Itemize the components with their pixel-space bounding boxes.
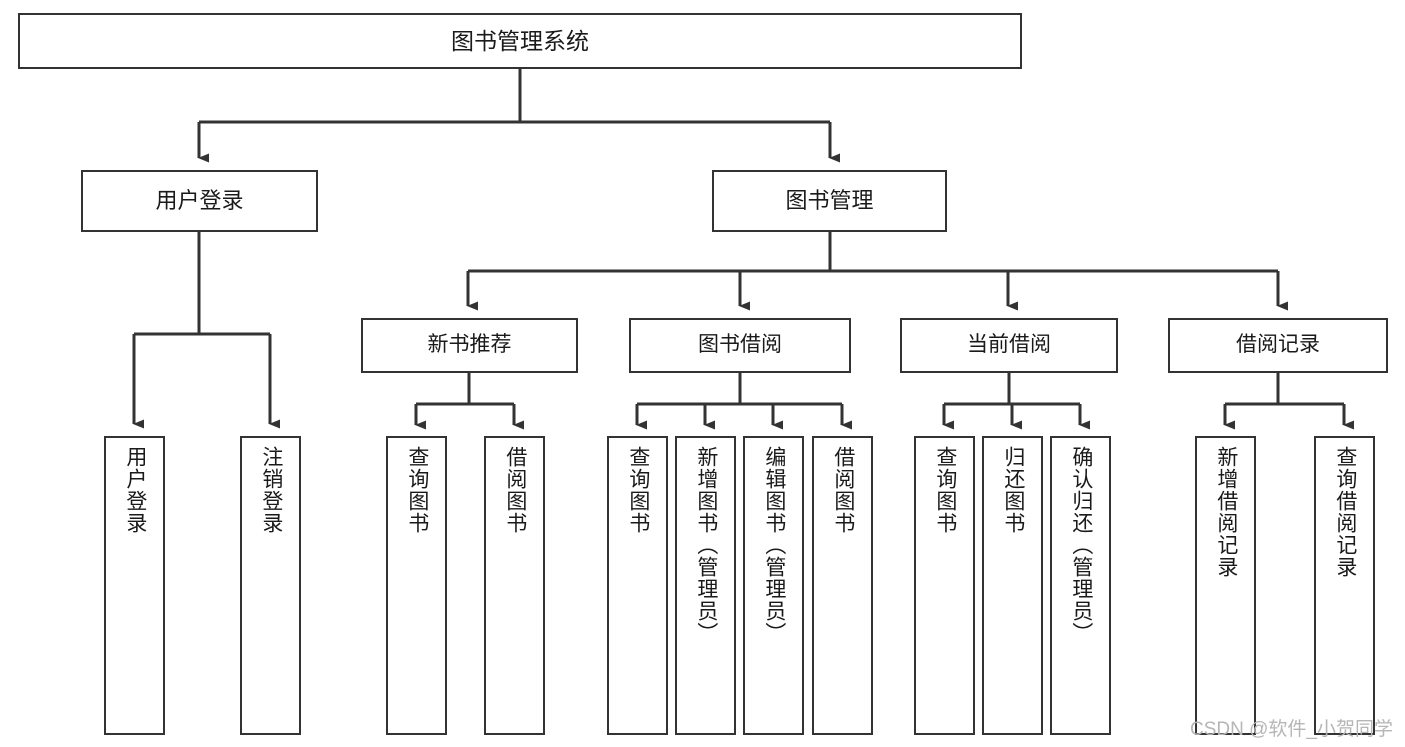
node-leaf-confirm-return-label: 确认归还（管理员） xyxy=(1069,446,1093,644)
node-root[interactable]: 图书管理系统 xyxy=(18,13,1022,69)
node-leaf-confirm-return[interactable]: 确认归还（管理员） xyxy=(1050,436,1111,735)
node-leaf-logout-label: 注销登录 xyxy=(259,446,283,534)
node-book-borrow-label: 图书借阅 xyxy=(698,333,782,357)
node-leaf-logout[interactable]: 注销登录 xyxy=(240,436,301,735)
watermark-text: CSDN @软件_小贺同学 xyxy=(1190,719,1393,740)
node-leaf-query-record[interactable]: 查询借阅记录 xyxy=(1314,436,1375,735)
node-leaf-query-record-label: 查询借阅记录 xyxy=(1333,446,1357,578)
node-leaf-edit-book[interactable]: 编辑图书（管理员） xyxy=(743,436,804,735)
node-current-borrow[interactable]: 当前借阅 xyxy=(900,318,1118,373)
node-leaf-borrow-book-1-label: 借阅图书 xyxy=(503,446,527,534)
node-leaf-add-book-label: 新增图书（管理员） xyxy=(694,446,718,644)
node-root-label: 图书管理系统 xyxy=(451,27,589,54)
node-leaf-return-book[interactable]: 归还图书 xyxy=(982,436,1043,735)
node-leaf-query-book-2-label: 查询图书 xyxy=(626,446,650,534)
node-leaf-query-book-1[interactable]: 查询图书 xyxy=(386,436,447,735)
node-book-manage[interactable]: 图书管理 xyxy=(712,170,947,232)
node-current-borrow-label: 当前借阅 xyxy=(967,333,1051,357)
node-leaf-query-book-3[interactable]: 查询图书 xyxy=(914,436,975,735)
node-leaf-edit-book-label: 编辑图书（管理员） xyxy=(762,446,786,644)
node-leaf-add-record-label: 新增借阅记录 xyxy=(1214,446,1238,578)
node-leaf-query-book-2[interactable]: 查询图书 xyxy=(607,436,668,735)
node-leaf-borrow-book-1[interactable]: 借阅图书 xyxy=(484,436,545,735)
node-leaf-user-login-label: 用户登录 xyxy=(123,446,147,534)
node-borrow-record-label: 借阅记录 xyxy=(1236,333,1320,357)
node-leaf-query-book-3-label: 查询图书 xyxy=(933,446,957,534)
node-leaf-borrow-book-2-label: 借阅图书 xyxy=(831,446,855,534)
node-leaf-add-record[interactable]: 新增借阅记录 xyxy=(1195,436,1256,735)
node-new-book-recommend[interactable]: 新书推荐 xyxy=(361,318,578,373)
node-leaf-borrow-book-2[interactable]: 借阅图书 xyxy=(812,436,873,735)
node-leaf-add-book[interactable]: 新增图书（管理员） xyxy=(675,436,736,735)
node-borrow-record[interactable]: 借阅记录 xyxy=(1168,318,1388,373)
node-book-manage-label: 图书管理 xyxy=(785,188,874,214)
node-user-login-label: 用户登录 xyxy=(155,188,244,214)
node-new-book-recommend-label: 新书推荐 xyxy=(427,333,512,357)
node-leaf-query-book-1-label: 查询图书 xyxy=(405,446,429,534)
node-user-login[interactable]: 用户登录 xyxy=(81,170,318,232)
node-leaf-user-login[interactable]: 用户登录 xyxy=(104,436,165,735)
node-book-borrow[interactable]: 图书借阅 xyxy=(629,318,851,373)
node-leaf-return-book-label: 归还图书 xyxy=(1001,446,1025,534)
